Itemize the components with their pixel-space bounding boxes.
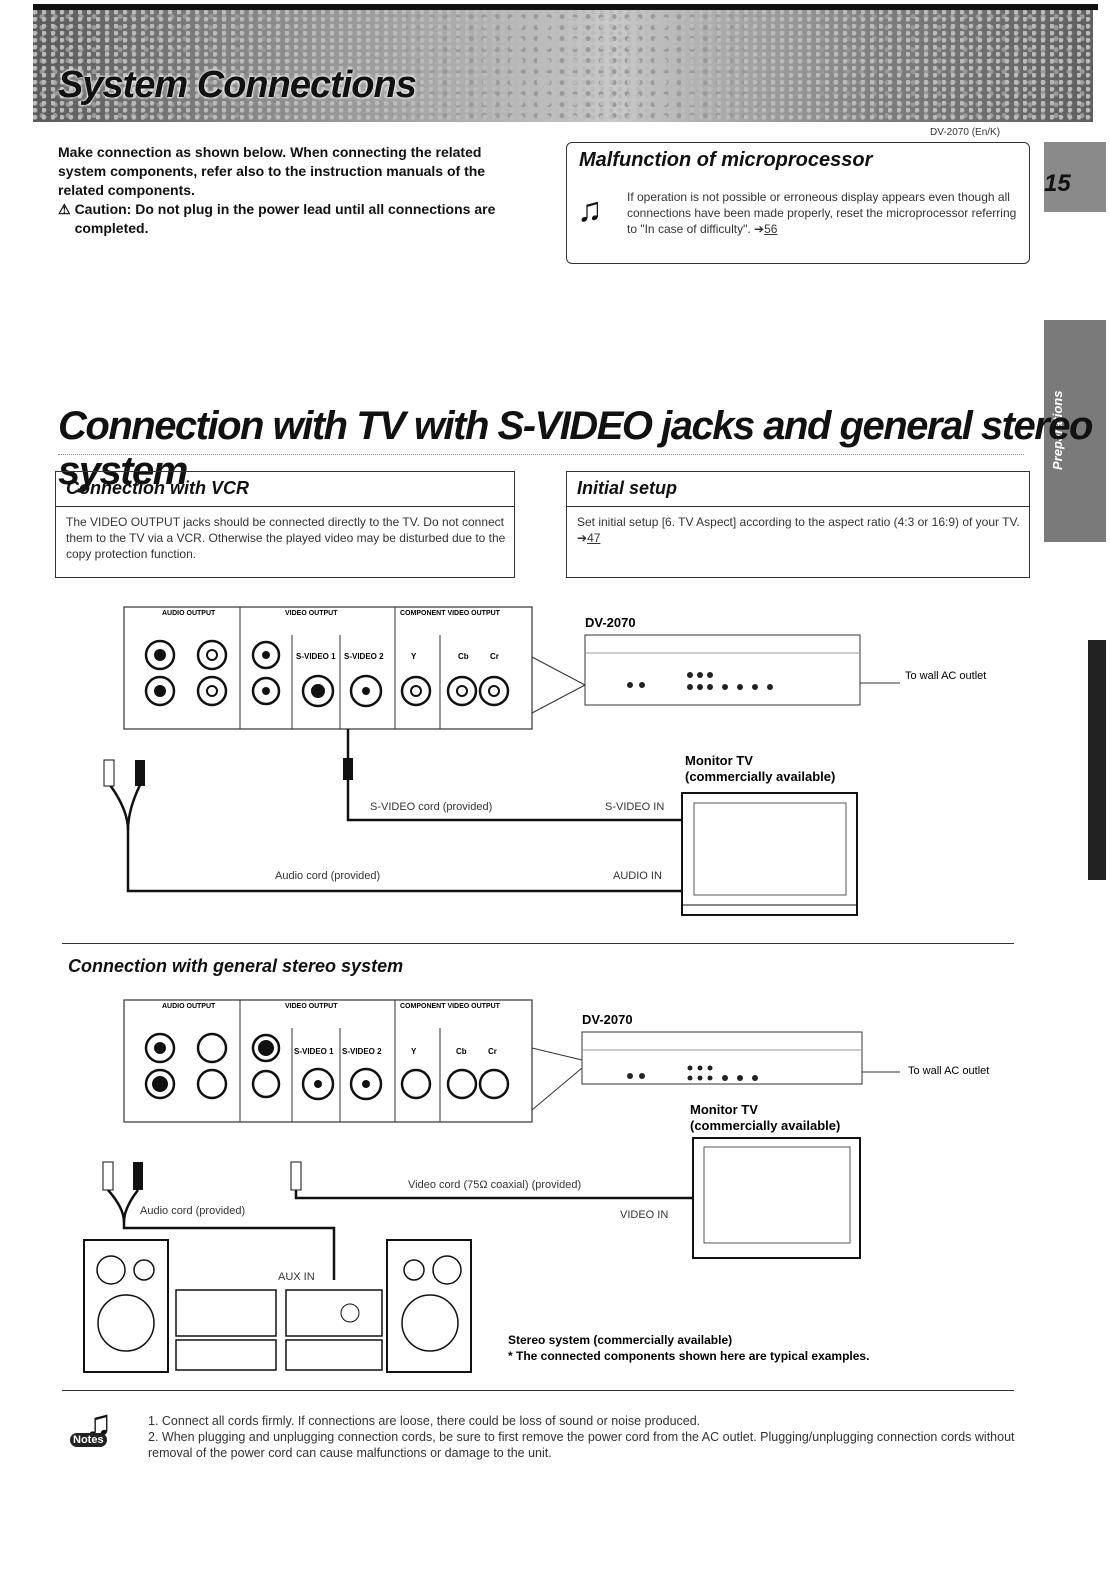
setup-box: Initial setup Set initial setup [6. TV A… [566, 471, 1030, 578]
video-output-label: VIDEO OUTPUT [285, 610, 338, 617]
top-rule [33, 4, 1098, 10]
audio-cord-label: Audio cord (provided) [140, 1205, 245, 1217]
cb-jack [446, 675, 478, 707]
setup-title: Initial setup [577, 478, 678, 498]
audio-plug-white [102, 1161, 114, 1191]
stereo-connection-diagram: AUDIO OUTPUT VIDEO OUTPUT COMPONENT VIDE… [83, 999, 989, 1373]
side-tab [1044, 320, 1106, 542]
cr-label: Cr [490, 652, 499, 661]
right-speaker [386, 1239, 472, 1373]
y-jack [400, 675, 432, 707]
aux-in-label: AUX IN [278, 1271, 315, 1283]
audio-output-label: AUDIO OUTPUT [162, 610, 216, 617]
notes-label: Notes [70, 1433, 107, 1447]
left-speaker [83, 1239, 169, 1373]
monitor-label: Monitor TV [685, 753, 753, 768]
page-number-tab [1044, 142, 1106, 212]
page-ref-arrow: ➔ [754, 222, 765, 236]
commercial-label: (commercially available) [685, 769, 835, 784]
heading-rule [58, 454, 1024, 456]
setup-ref: 47 [587, 531, 601, 545]
svideo2-label: S-VIDEO 2 [344, 652, 384, 661]
page-number: 15 [1044, 170, 1071, 197]
commercial-label: (commercially available) [690, 1118, 840, 1133]
notes-list: 1. Connect all cords firmly. If connecti… [148, 1413, 1038, 1461]
cr-jack [478, 675, 510, 707]
audio2-left-jack [196, 639, 228, 671]
audio-in-label: AUDIO IN [613, 870, 662, 882]
svideo2-label: S-VIDEO 2 [342, 1047, 382, 1056]
y-label: Y [411, 1047, 417, 1056]
intro-text: Make connection as shown below. When con… [58, 143, 518, 238]
dvd-player-unit: DV-2070 To wall AC outlet [584, 615, 986, 706]
section-divider [62, 943, 1014, 944]
monitor-tv [681, 792, 858, 916]
monitor-tv [692, 1137, 861, 1259]
svideo1-label: S-VIDEO 1 [296, 652, 336, 661]
audio-plug-red [135, 760, 145, 786]
stereo-label: Stereo system (commercially available) [508, 1333, 732, 1347]
wall-ac-label: To wall AC outlet [908, 1065, 989, 1077]
component-output-label: COMPONENT VIDEO OUTPUT [400, 610, 501, 617]
rear-panel: AUDIO OUTPUT VIDEO OUTPUT COMPONENT VIDE… [123, 999, 533, 1123]
model-label: DV-2070 [582, 1012, 633, 1027]
rear-panel: AUDIO OUTPUT VIDEO OUTPUT COMPONENT VIDE… [123, 606, 533, 730]
audio-plug-red [133, 1162, 143, 1190]
audio-output-label: AUDIO OUTPUT [162, 1003, 216, 1010]
y-label: Y [411, 652, 417, 661]
setup-divider [567, 506, 1029, 507]
svideo1-label: S-VIDEO 1 [294, 1047, 334, 1056]
wall-ac-label: To wall AC outlet [905, 670, 986, 682]
dvd-player-unit: DV-2070 To wall AC outlet [581, 1012, 989, 1085]
cb-label: Cb [456, 1047, 467, 1056]
model-label: DV-2070 [585, 615, 636, 630]
music-note-icon: ♫ [577, 191, 603, 229]
note-item: 2. When plugging and unplugging connecti… [148, 1430, 1015, 1460]
caution-icon: ⚠ [58, 201, 71, 217]
video-in-label: VIDEO IN [620, 1209, 668, 1221]
cassette-unit [175, 1339, 277, 1371]
malfunction-title: Malfunction of microprocessor [579, 149, 873, 171]
stereo-note: * The connected components shown here ar… [508, 1349, 869, 1363]
setup-text: Set initial setup [6. TV Aspect] accordi… [577, 515, 1020, 529]
intro-paragraph: Make connection as shown below. When con… [58, 144, 486, 198]
malfunction-text: If operation is not possible or erroneou… [627, 190, 1017, 236]
stereo-section-heading: Connection with general stereo system [68, 956, 404, 976]
video-cord-label: Video cord (75Ω coaxial) (provided) [408, 1179, 581, 1191]
page-title: System Connections [58, 64, 417, 106]
side-bar [1088, 640, 1106, 880]
amplifier-unit [285, 1289, 383, 1337]
video-output-label: VIDEO OUTPUT [285, 1003, 338, 1010]
tv-connection-diagram: AUDIO OUTPUT VIDEO OUTPUT COMPONENT VIDE… [103, 606, 986, 916]
audio2-right-jack [196, 675, 228, 707]
svideo-plug [343, 758, 353, 780]
malfunction-ref: 56 [764, 222, 778, 236]
audio-cable [107, 1189, 336, 1280]
stereo-system [83, 1239, 472, 1373]
audio-cord-label: Audio cord (provided) [275, 870, 380, 882]
header-banner [33, 10, 1093, 122]
vcr-text: The VIDEO OUTPUT jacks should be connect… [66, 515, 506, 561]
note-item: 1. Connect all cords firmly. If connecti… [148, 1414, 701, 1428]
component-output-label: COMPONENT VIDEO OUTPUT [400, 1003, 501, 1010]
cr-label: Cr [488, 1047, 497, 1056]
video-plug [290, 1161, 302, 1191]
page-ref-arrow: ➔ [577, 531, 588, 545]
tuner-unit [175, 1289, 277, 1337]
cb-label: Cb [458, 652, 469, 661]
vcr-title: Connection with VCR [66, 478, 249, 498]
svideo-cord-label: S-VIDEO cord (provided) [370, 801, 492, 813]
caution-text: Caution: Do not plug in the power lead u… [74, 201, 496, 236]
vcr-box: Connection with VCR The VIDEO OUTPUT jac… [55, 471, 515, 578]
svideo-in-label: S-VIDEO IN [605, 801, 664, 813]
video-cable [294, 1190, 693, 1200]
cd-unit [285, 1339, 383, 1371]
malfunction-box: Malfunction of microprocessor ♫ If opera… [566, 142, 1030, 264]
notes-icon: ♫ Notes [70, 1405, 118, 1453]
monitor-label: Monitor TV [690, 1102, 758, 1117]
notes-divider [62, 1390, 1014, 1391]
audio-plug-white [103, 759, 115, 787]
model-code: DV-2070 (En/K) [930, 127, 1001, 138]
vcr-divider [56, 506, 514, 507]
